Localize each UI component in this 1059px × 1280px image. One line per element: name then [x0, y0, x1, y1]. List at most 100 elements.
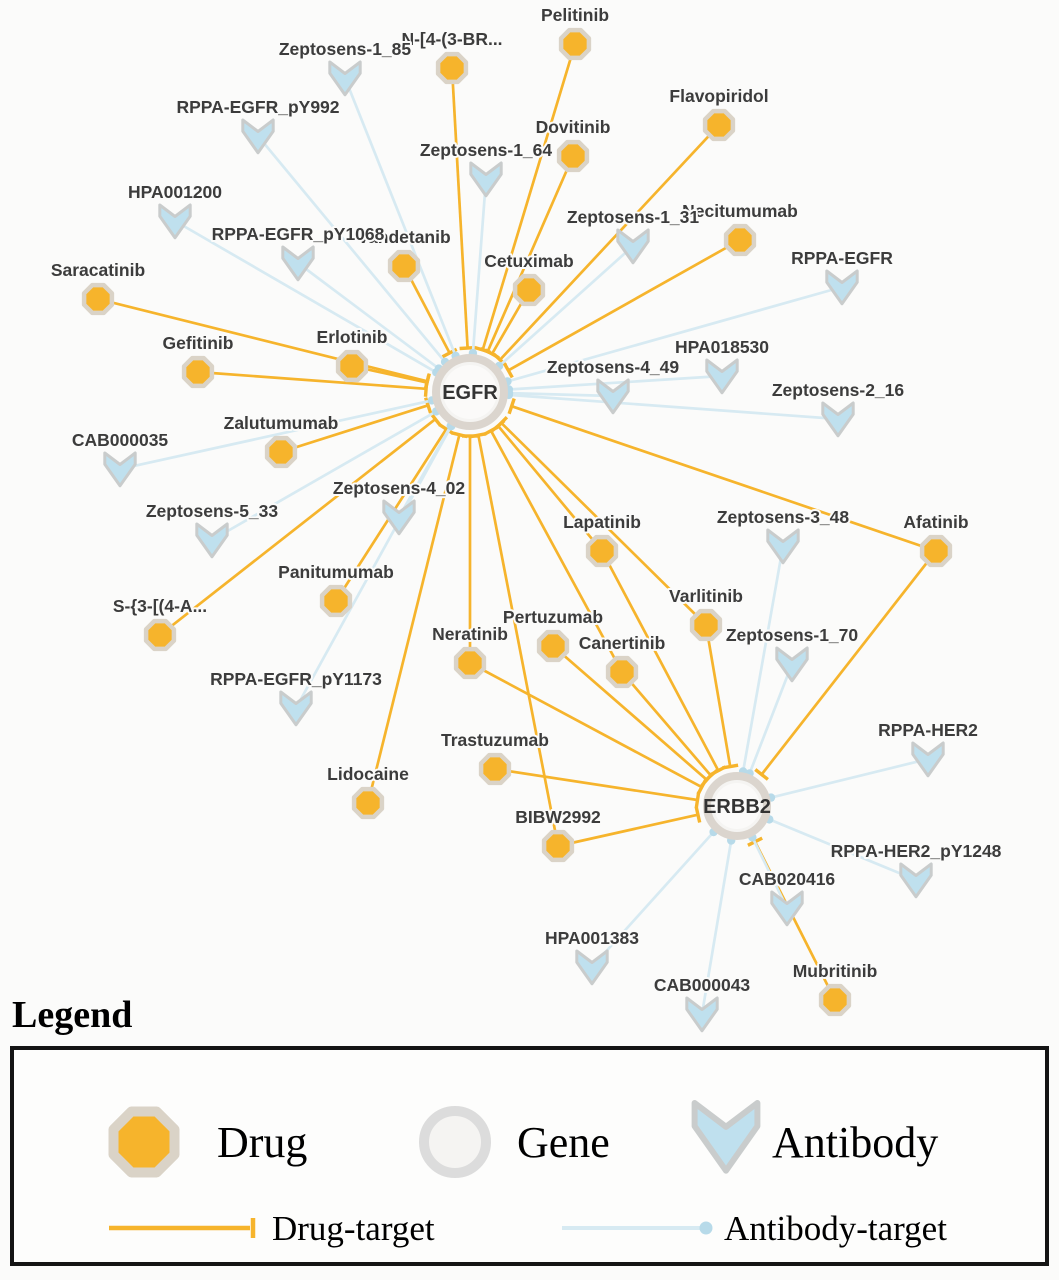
- label-pelitinib: Pelitinib: [541, 5, 609, 25]
- drug-octagon-icon: [723, 223, 757, 257]
- node-neratinib[interactable]: [453, 646, 487, 680]
- node-afatinib[interactable]: [919, 534, 953, 568]
- antibody-chevron-icon: [575, 949, 609, 986]
- node-saracatinib[interactable]: [81, 282, 115, 316]
- antibody-chevron-icon: [328, 60, 362, 97]
- node-varlitinib[interactable]: [689, 608, 723, 642]
- node-erlotinib[interactable]: [335, 349, 369, 383]
- label-cetuximab: Cetuximab: [484, 251, 573, 271]
- node-EGFR[interactable]: [432, 354, 508, 430]
- node-lidocaine[interactable]: [351, 786, 385, 820]
- drug-octagon-icon: [702, 108, 736, 142]
- label-vandetanib: Vandetanib: [357, 227, 450, 247]
- drug-octagon-icon: [478, 752, 512, 786]
- drug-octagon-icon: [435, 51, 469, 85]
- node-rppa_py1068[interactable]: [281, 245, 315, 282]
- node-cab000035[interactable]: [103, 451, 137, 488]
- legend-antibody-edge-label: Antibody-target: [724, 1209, 947, 1248]
- node-zalutumumab[interactable]: [264, 435, 298, 469]
- label-cab000043: CAB000043: [654, 975, 751, 995]
- node-rppa_her2_py1248[interactable]: [899, 862, 933, 899]
- label-zep4_02: Zeptosens-4_02: [333, 478, 466, 498]
- drug-octagon-icon: [512, 273, 546, 307]
- node-dovitinib[interactable]: [556, 139, 590, 173]
- edge-flavopiridol-EGFR: [493, 124, 720, 367]
- node-zep1_31[interactable]: [616, 228, 650, 265]
- label-hpa018530: HPA018530: [675, 337, 769, 357]
- edge-necitumumab-EGFR: [502, 238, 741, 379]
- node-panitumumab[interactable]: [319, 584, 353, 618]
- node-lapatinib[interactable]: [585, 534, 619, 568]
- drug-octagon-icon: [556, 139, 590, 173]
- node-trastuzumab[interactable]: [478, 752, 512, 786]
- label-ERBB2: ERBB2: [703, 796, 771, 818]
- node-rppa_egfr[interactable]: [825, 269, 859, 306]
- antibody-chevron-icon: [281, 245, 315, 282]
- drug-octagon-icon: [81, 282, 115, 316]
- legend-antibody-icon: [691, 1100, 761, 1174]
- node-necitumumab[interactable]: [723, 223, 757, 257]
- node-gefitinib[interactable]: [181, 355, 215, 389]
- node-mubritinib[interactable]: [818, 983, 852, 1017]
- drug-octagon-icon: [387, 249, 421, 283]
- node-flavopiridol[interactable]: [702, 108, 736, 142]
- drug-octagon-icon: [453, 646, 487, 680]
- node-zep3_48[interactable]: [766, 528, 800, 565]
- node-s3_4a[interactable]: [143, 618, 177, 652]
- antibody-chevron-icon: [382, 499, 416, 536]
- label-rppa_her2_py1248: RPPA-HER2_pY1248: [831, 841, 1002, 861]
- label-flavopiridol: Flavopiridol: [669, 86, 768, 106]
- antibody-chevron-icon: [821, 401, 855, 438]
- node-zep4_02[interactable]: [382, 499, 416, 536]
- label-zep2_16: Zeptosens-2_16: [772, 380, 905, 400]
- label-panitumumab: Panitumumab: [278, 562, 394, 582]
- label-varlitinib: Varlitinib: [669, 586, 743, 606]
- node-cab000043[interactable]: [685, 996, 719, 1033]
- label-rppa_py1068: RPPA-EGFR_pY1068: [212, 224, 385, 244]
- edge-canertinib-EGFR: [483, 425, 624, 673]
- node-zep1_70[interactable]: [775, 646, 809, 683]
- legend-drug-edge-label: Drug-target: [272, 1209, 435, 1248]
- antibody-chevron-icon: [899, 862, 933, 899]
- node-zep1_85[interactable]: [328, 60, 362, 97]
- node-pertuzumab[interactable]: [536, 629, 570, 663]
- node-ERBB2[interactable]: [703, 772, 771, 840]
- node-zep4_49[interactable]: [596, 378, 630, 415]
- antibody-chevron-icon: [770, 890, 804, 927]
- drug-octagon-icon: [818, 983, 852, 1017]
- gene-inner-ring: [443, 365, 497, 419]
- antibody-chevron-icon: [241, 118, 275, 155]
- node-bibw2992[interactable]: [541, 829, 575, 863]
- node-pelitinib[interactable]: [558, 27, 592, 61]
- node-cetuximab[interactable]: [512, 273, 546, 307]
- node-rppa_py1173[interactable]: [279, 690, 313, 727]
- nodes-layer: [81, 27, 953, 1033]
- label-saracatinib: Saracatinib: [51, 260, 145, 280]
- node-rppa_py992[interactable]: [241, 118, 275, 155]
- node-zep5_33[interactable]: [195, 522, 229, 559]
- node-zep2_16[interactable]: [821, 401, 855, 438]
- node-zep1_64[interactable]: [469, 161, 503, 198]
- antibody-chevron-icon: [279, 690, 313, 727]
- drug-octagon-icon: [919, 534, 953, 568]
- node-hpa001200[interactable]: [158, 203, 192, 240]
- node-rppa_her2[interactable]: [911, 741, 945, 778]
- gene-inner-ring: [714, 783, 760, 829]
- antibody-chevron-icon: [685, 996, 719, 1033]
- label-mubritinib: Mubritinib: [793, 961, 878, 981]
- node-n4_3br[interactable]: [435, 51, 469, 85]
- node-cab020416[interactable]: [770, 890, 804, 927]
- legend-gene-icon: [419, 1106, 491, 1178]
- node-canertinib[interactable]: [605, 655, 639, 689]
- edge-varlitinib-ERBB2: [704, 624, 739, 770]
- drug-octagon-icon: [605, 655, 639, 689]
- node-hpa018530[interactable]: [705, 358, 739, 395]
- node-vandetanib[interactable]: [387, 249, 421, 283]
- label-zep5_33: Zeptosens-5_33: [146, 501, 279, 521]
- label-neratinib: Neratinib: [432, 624, 508, 644]
- node-hpa001383[interactable]: [575, 949, 609, 986]
- label-erlotinib: Erlotinib: [317, 327, 388, 347]
